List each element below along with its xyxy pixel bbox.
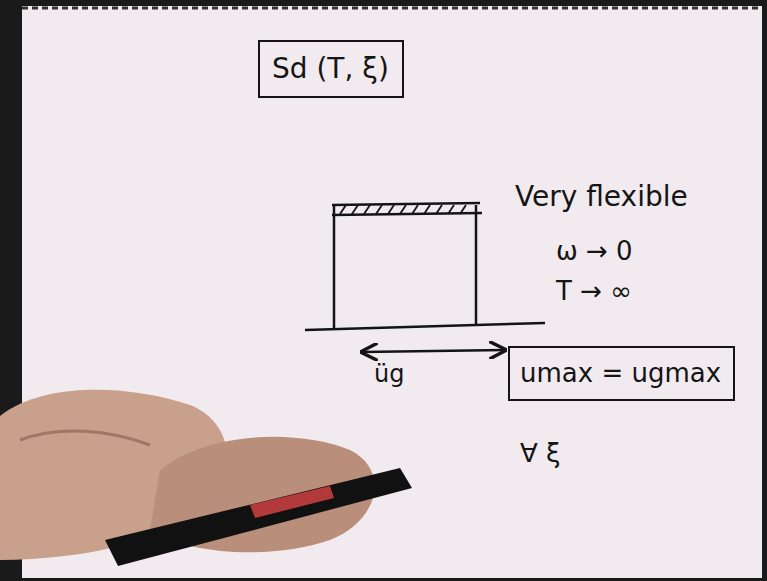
hand-with-marker: [0, 390, 412, 566]
box-text: Sd (T, ξ): [272, 52, 390, 85]
limit-text: ω → 0: [556, 236, 633, 266]
boxed-heading: Sd (T, ξ): [258, 40, 404, 98]
limit-text: T → ∞: [556, 276, 632, 306]
result-box: umax = ugmax: [508, 346, 735, 401]
ground-acceleration-label: üg: [374, 360, 404, 388]
note-text: Very flexible: [515, 180, 688, 213]
building-frame: [305, 203, 545, 330]
ground-motion-arrow: [362, 350, 505, 352]
paper-edge: [22, 7, 762, 10]
for-all-text: ∀ ξ: [520, 438, 561, 468]
box-text: umax = ugmax: [520, 358, 723, 388]
